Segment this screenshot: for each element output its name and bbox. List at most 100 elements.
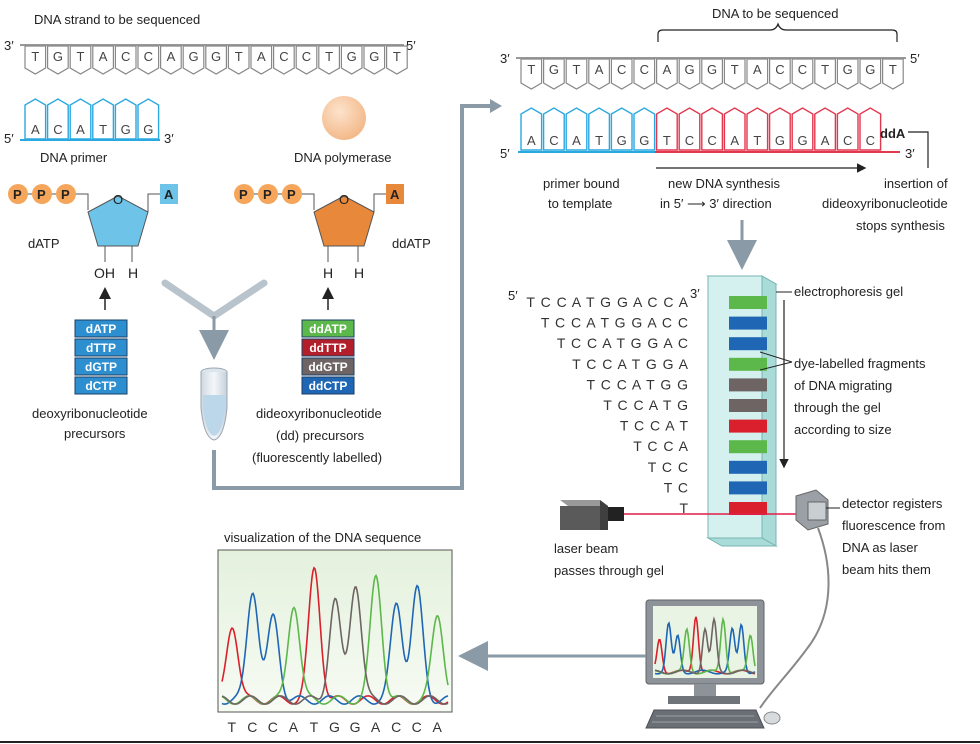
primer-base: G [137, 98, 160, 140]
primer-base: C [542, 107, 565, 151]
template-base: G [701, 58, 723, 90]
template-base: C [114, 45, 137, 75]
template-base: C [791, 58, 814, 90]
phosphate-label: P [239, 187, 248, 202]
base-letter: A [663, 62, 672, 77]
template-base: T [723, 58, 746, 90]
readout-base: A [289, 719, 299, 735]
adenine-base [160, 184, 178, 204]
template-base: G [47, 45, 69, 75]
base-letter: C [279, 49, 288, 64]
gel-band [729, 419, 767, 433]
base-letter: T [393, 49, 401, 64]
detector-cable [759, 527, 830, 709]
gel-band [729, 296, 767, 309]
base-letter: G [843, 62, 853, 77]
template-base: T [24, 45, 47, 75]
dye-pointer [759, 351, 793, 363]
base-letter: A [527, 133, 536, 148]
template-base: A [92, 45, 114, 75]
base-letter: C [53, 122, 62, 137]
hydrogen-label: H [323, 265, 333, 281]
phosphate-icon [32, 184, 52, 204]
template-base: T [882, 58, 904, 90]
new-strand-base: A [814, 107, 837, 151]
template-base: G [836, 58, 859, 90]
primer-base: G [114, 98, 137, 140]
phosphate-label: P [263, 187, 272, 202]
nucleotide-label: dTTP [86, 341, 116, 355]
base-letter: G [53, 49, 63, 64]
base-letter: G [143, 122, 153, 137]
dna-fragment: T C C A T G G A [572, 356, 689, 372]
chromatogram [221, 566, 449, 705]
template-base: T [814, 58, 836, 90]
template-5prime: 5′ [910, 51, 920, 66]
dna-fragment: T C C A T G [603, 397, 689, 413]
template-base: G [182, 45, 205, 75]
base-letter: C [640, 62, 649, 77]
mouse-icon [763, 711, 781, 725]
new-strand-base: C [701, 107, 724, 151]
flow-arrow-to-reaction [212, 104, 490, 490]
datp-molecule: P P P O A OH H dATP [8, 184, 178, 281]
phosphate-label: P [37, 187, 46, 202]
bracket [657, 22, 898, 42]
base-letter: T [889, 62, 897, 77]
detector-caption-4: beam hits them [842, 562, 931, 577]
base-letter: A [595, 62, 604, 77]
deoxyribose-sugar [87, 195, 149, 247]
dd-caption-1: dideoxyribonucleotide [256, 406, 382, 421]
base-letter: T [731, 62, 739, 77]
trace-c [654, 621, 756, 675]
base-letter: C [843, 133, 852, 148]
primer-base: C [46, 98, 69, 140]
base-letter: A [76, 122, 85, 137]
dna-fragment: T C C A T [620, 418, 689, 434]
trace-g [654, 616, 756, 675]
hydrogen-label: H [354, 265, 364, 281]
template-base: A [588, 58, 610, 90]
visualization-title: visualization of the DNA sequence [224, 530, 421, 545]
base-letter: G [211, 49, 221, 64]
template-base: C [273, 45, 295, 75]
gel-band [729, 460, 767, 474]
laser-icon [560, 500, 624, 530]
base-letter: G [707, 62, 717, 77]
datp-label: dATP [28, 236, 60, 251]
hydrogen-label: H [128, 265, 138, 281]
dna-fragment: T C C [648, 459, 689, 475]
primer-right-5prime: 5′ [500, 146, 510, 161]
new-strand-base: G [768, 107, 791, 151]
dna-fragment: T C C A T G G A C C [541, 315, 689, 331]
phosphate-label: P [61, 187, 70, 202]
gel-band [729, 481, 767, 495]
nucleotide-chip: dGTP [74, 357, 128, 376]
deoxy-caption-1: deoxyribonucleotide [32, 406, 148, 421]
new-strand-base: C [859, 107, 882, 151]
primer-base: G [610, 107, 633, 151]
keyboard-icon [645, 709, 765, 729]
readout-base: T [310, 719, 320, 735]
base-letter: A [821, 133, 830, 148]
primer-base: G [633, 107, 656, 151]
chromatogram-frame [217, 549, 453, 713]
base-letter: C [707, 133, 716, 148]
base-letter: A [99, 49, 108, 64]
dd-caption-2: (dd) precursors [276, 428, 365, 443]
polymerase-sphere [322, 96, 366, 140]
strand-3prime: 3′ [4, 38, 14, 53]
primer-bound-2: to template [548, 196, 612, 211]
phosphate-label: P [287, 187, 296, 202]
dna-fragment: T C C A T G G A C [557, 335, 689, 351]
template-base: T [227, 45, 250, 75]
base-letter: T [31, 49, 39, 64]
gel-band [729, 357, 767, 371]
template-base: C [137, 45, 160, 75]
insertion-3: stops synthesis [856, 218, 945, 233]
phosphate-icon [56, 184, 76, 204]
fragment-3prime: 3′ [690, 286, 700, 301]
new-strand-base: C [836, 107, 859, 151]
readout-base: A [433, 719, 443, 735]
